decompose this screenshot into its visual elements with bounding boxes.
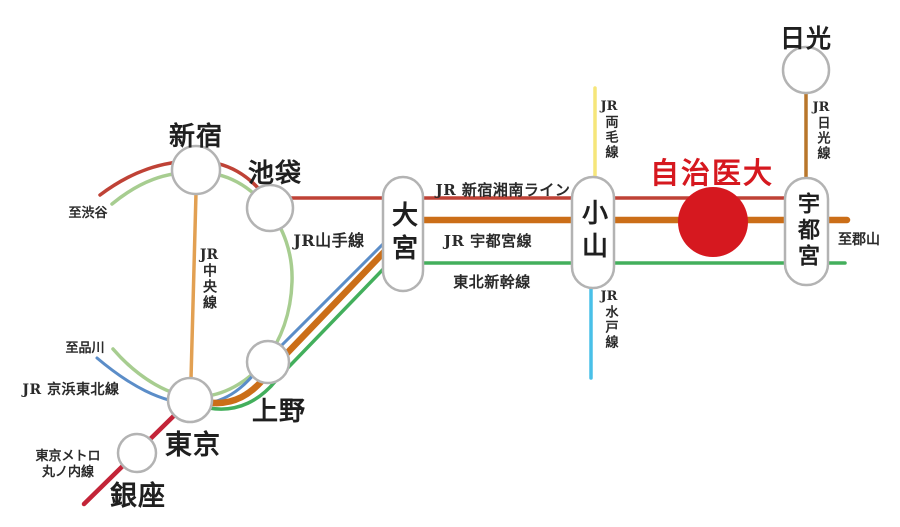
jichi-idai-station-marker xyxy=(678,187,748,257)
ryomo-line-label-name: 両毛線 xyxy=(602,114,618,160)
omiya-station-pill xyxy=(381,175,425,293)
mito-line-label-name: 水戸線 xyxy=(602,304,618,350)
keihin-tohoku-line-label: JR 京浜東北線 xyxy=(22,382,120,398)
omiya-station-label: 大宮 xyxy=(387,201,418,267)
mito-line-label: JR 水戸線 xyxy=(600,289,618,350)
keihin-tohoku-line xyxy=(95,241,386,406)
chuo-line-label-name: 中央線 xyxy=(201,263,218,312)
yamanote-line-label: JR山手線 xyxy=(293,231,365,250)
tokyo-station-circle xyxy=(166,376,214,424)
ginza-station-circle xyxy=(116,432,158,474)
chuo-line-label: JR 中央線 xyxy=(200,247,218,311)
to-shinagawa-label: 至品川 xyxy=(65,341,105,356)
marunouchi-line-label-bottom: 丸ノ内線 xyxy=(41,464,95,480)
tohoku-shinkansen-label: 東北新幹線 xyxy=(453,273,531,291)
to-shibuya-label: 至渋谷 xyxy=(68,206,108,221)
mito-line-label-prefix: JR xyxy=(600,289,618,304)
nikko-line-label-name: 日光線 xyxy=(814,115,830,161)
ryomo-line-label: JR 両毛線 xyxy=(600,99,618,160)
utsunomiya-station-pill xyxy=(783,176,830,287)
chuo-line-label-prefix: JR xyxy=(199,247,219,263)
nikko-line-label: JR 日光線 xyxy=(812,100,830,161)
shinjuku-station-circle xyxy=(170,144,222,196)
utsunomiya-line-label: JR 宇都宮線 xyxy=(443,232,533,250)
utsunomiya-station-label: 宇都宮 xyxy=(794,192,820,270)
ginza-station-label: 銀座 xyxy=(110,481,166,512)
to-koriyama-label: 至郡山 xyxy=(838,232,880,248)
ueno-station-label: 上野 xyxy=(251,397,307,427)
ikebukuro-station-circle xyxy=(245,183,295,233)
oyama-station-pill xyxy=(570,175,616,290)
nikko-line-label-prefix: JR xyxy=(812,100,830,115)
chuo-line xyxy=(189,191,198,381)
nikko-station-circle xyxy=(781,45,831,95)
ueno-station-circle xyxy=(245,339,291,385)
ryomo-line-label-prefix: JR xyxy=(600,99,618,114)
ikebukuro-station-label: 池袋 xyxy=(247,159,303,189)
shonan-shinjuku-line-label: JR 新宿湘南ライン xyxy=(435,181,571,199)
shinjuku-station-label: 新宿 xyxy=(168,122,224,152)
marunouchi-line-label-top: 東京メトロ xyxy=(35,449,101,464)
marunouchi-line-label: 東京メトロ 丸ノ内線 xyxy=(35,449,100,480)
jichi-idai-destination-label: 自治医大 xyxy=(649,156,775,190)
tokyo-station-label: 東京 xyxy=(165,430,221,461)
oyama-station-label: 小山 xyxy=(577,199,608,265)
nikko-station-label: 日光 xyxy=(779,24,833,53)
